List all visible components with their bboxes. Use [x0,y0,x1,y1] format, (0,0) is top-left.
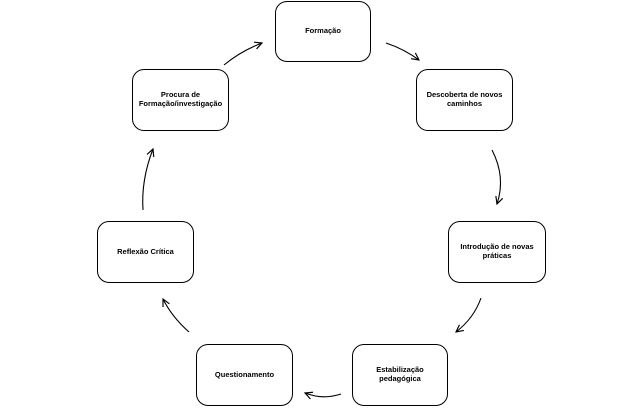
node-estabilizacao: Estabilização pedagógica [352,344,448,406]
arrow-introducao-to-estabilizacao [456,297,482,332]
node-introducao: Introdução de novas práticas [448,221,546,283]
node-reflexao: Reflexão Crítica [97,221,194,283]
arrow-procura-to-formacao [223,43,262,66]
arrow-reflexao-to-procura [142,149,153,211]
node-formacao: Formação [275,1,371,62]
node-procura: Procura de Formação/investigação [132,69,229,131]
node-descoberta: Descoberta de novos caminhos [416,69,513,131]
node-questionamento: Questionamento [196,344,293,406]
arrow-descoberta-to-introducao [491,149,501,204]
arrow-estabilizacao-to-questionamento [305,393,342,397]
arrow-questionamento-to-reflexao [163,299,190,333]
arrow-formacao-to-descoberta [385,42,419,60]
